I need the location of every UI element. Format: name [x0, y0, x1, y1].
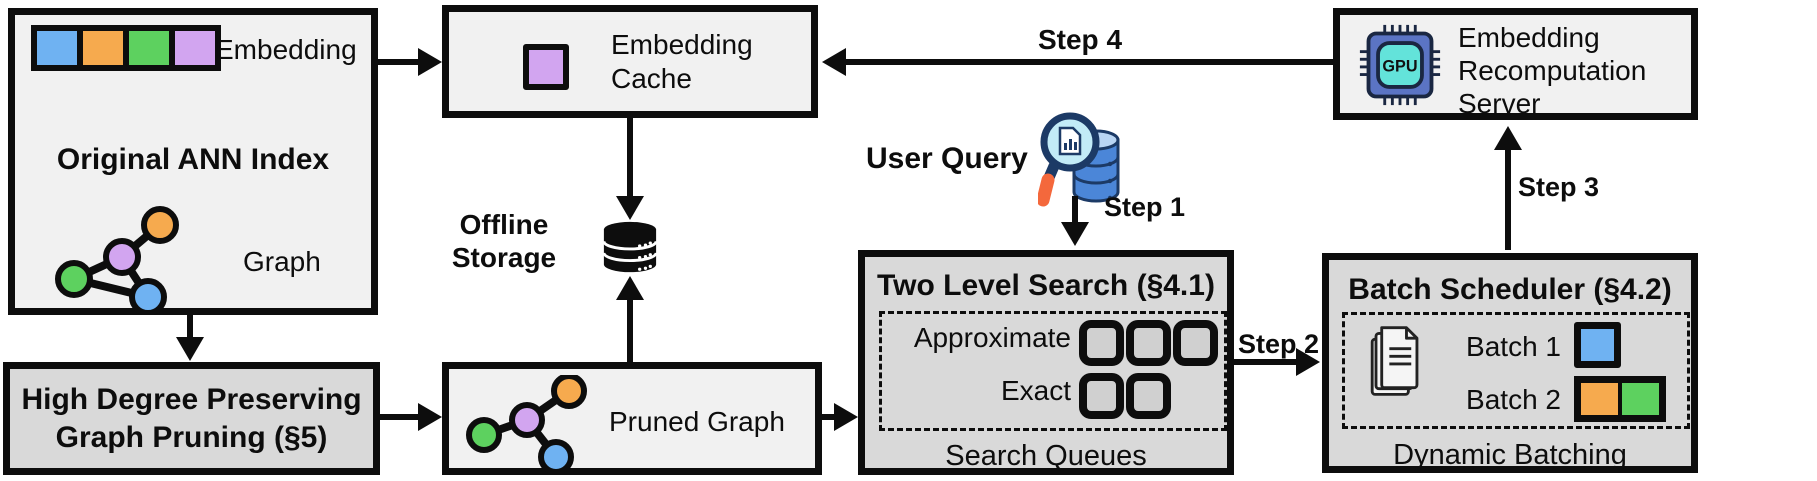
- arrow-step4: [846, 59, 1333, 65]
- gpu-chip-icon: GPU: [1359, 24, 1441, 106]
- two-level-search-title: Two Level Search (§4.1): [877, 269, 1215, 302]
- queue-slot: [1173, 320, 1218, 366]
- arrow-ann-to-cache: [378, 59, 418, 65]
- graph-label: Graph: [243, 246, 321, 277]
- ann-graph-icon: [55, 206, 179, 315]
- batch-scheduler-box: Batch Scheduler (§4.2) Batch 1 Batch 2 D…: [1322, 253, 1698, 473]
- embedding-cell-orange: [77, 25, 129, 71]
- original-ann-index-box: Embedding Original ANN Index Graph: [8, 8, 378, 315]
- dynamic-batching-region: [1342, 312, 1690, 429]
- documents-stack-icon: [1370, 326, 1419, 396]
- embedding-cell-purple: [169, 25, 221, 71]
- batch2-label: Batch 2: [1466, 384, 1561, 415]
- magnifier-handle: [1038, 173, 1055, 207]
- query-search-icon: [1038, 112, 1120, 207]
- batch-scheduler-title: Batch Scheduler (§4.2): [1348, 273, 1672, 306]
- arrow-pruned-to-search: [822, 414, 834, 420]
- cached-embedding-chip: [523, 44, 569, 90]
- embedding-label: Embedding: [215, 34, 357, 65]
- step3-label: Step 3: [1518, 172, 1600, 202]
- embedding-vector: [31, 25, 221, 71]
- graph-pruning-box: High Degree Preserving Graph Pruning (§5…: [3, 362, 380, 475]
- recomputation-server-label: Embedding Recomputation Server: [1458, 22, 1647, 119]
- batch1-label: Batch 1: [1466, 331, 1561, 362]
- user-query-label: User Query: [866, 142, 1028, 175]
- batch2-chips: [1574, 376, 1666, 422]
- search-queues-label: Search Queues: [945, 440, 1147, 472]
- step2-label: Step 2: [1238, 329, 1320, 359]
- arrow-step2: [1234, 359, 1296, 365]
- batch2-chip-orange: [1581, 383, 1618, 415]
- embedding-cell-green: [123, 25, 175, 71]
- arrow-cache-to-storage: [627, 118, 633, 196]
- embedding-cell-blue: [31, 25, 83, 71]
- pruned-graph-box: Pruned Graph: [442, 362, 822, 475]
- graph-pruning-label: High Degree Preserving Graph Pruning (§5…: [21, 382, 362, 454]
- approximate-queue-slots: [1079, 320, 1218, 366]
- embedding-cache-box: Embedding Cache: [442, 5, 818, 118]
- arrow-ann-to-pruning: [187, 315, 193, 337]
- gpu-chip-text: GPU: [1382, 58, 1417, 76]
- queue-slot: [1079, 373, 1124, 419]
- embedding-cache-label: Embedding Cache: [611, 29, 753, 94]
- dynamic-batching-label: Dynamic Batching: [1393, 439, 1627, 471]
- step4-label: Step 4: [1037, 24, 1123, 55]
- arrow-step3: [1505, 150, 1511, 250]
- two-level-search-box: Two Level Search (§4.1) Approximate Exac…: [858, 250, 1234, 475]
- original-ann-index-title: Original ANN Index: [56, 143, 330, 176]
- arrow-pruning-to-pruned: [380, 414, 418, 420]
- exact-queue-slots: [1079, 373, 1171, 419]
- search-queues-region: [879, 311, 1227, 431]
- database-icon: [602, 221, 658, 273]
- queue-slot: [1126, 320, 1171, 366]
- batch1-chip: [1574, 322, 1621, 368]
- approximate-label: Approximate: [913, 322, 1071, 353]
- queue-slot: [1126, 373, 1171, 419]
- queue-slot: [1079, 320, 1124, 366]
- exact-label: Exact: [1000, 375, 1071, 406]
- recomputation-server-box: GPU Embedding Recomputation Server: [1333, 8, 1698, 120]
- step1-label: Step 1: [1104, 192, 1186, 222]
- pruned-graph-label: Pruned Graph: [609, 406, 785, 437]
- pruned-graph-icon: [466, 375, 587, 473]
- batch2-chip-green: [1622, 383, 1659, 415]
- arrow-pruned-to-storage: [627, 300, 633, 362]
- offline-storage-label: Offline Storage: [451, 209, 557, 273]
- arrow-step1: [1072, 196, 1078, 222]
